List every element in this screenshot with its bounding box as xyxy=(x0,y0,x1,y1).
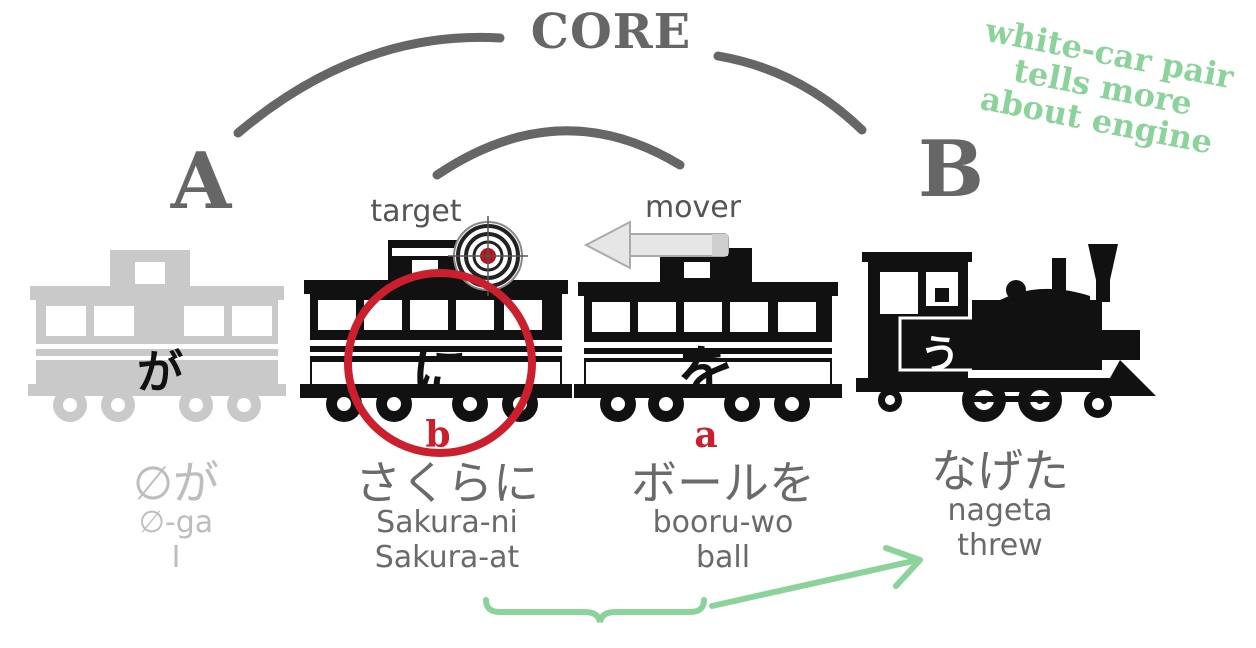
ga-car-kana: が xyxy=(137,345,183,399)
green-brace xyxy=(483,597,707,623)
word-wo-kana: ボールを xyxy=(631,456,815,510)
b-label: B xyxy=(918,124,984,215)
word-nageta-kana: なげた xyxy=(931,444,1069,498)
word-nageta: なげた nageta threw xyxy=(900,448,1100,563)
word-ni: さくらに Sakura-ni Sakura-at xyxy=(332,460,562,575)
word-nageta-romaji: nageta xyxy=(947,493,1053,528)
ga-car xyxy=(28,250,286,422)
a-marker: a xyxy=(694,414,718,456)
core-label: CORE xyxy=(530,4,692,60)
green-arrow-head xyxy=(883,545,923,589)
word-wo-romaji: booru-wo xyxy=(652,505,794,540)
word-ni-romaji: Sakura-ni xyxy=(376,505,518,540)
green-arrow xyxy=(709,557,921,609)
word-ga: ∅が ∅-ga I xyxy=(96,460,256,575)
core-arc xyxy=(233,32,505,138)
word-ga-kana: ∅が xyxy=(132,456,220,510)
engine-kana: う xyxy=(920,331,960,378)
target-label: target xyxy=(370,194,462,229)
word-ga-romaji: ∅-ga xyxy=(138,505,214,540)
word-wo-gloss: ball xyxy=(695,539,751,575)
word-nageta-gloss: threw xyxy=(957,527,1043,563)
ni-highlight-circle xyxy=(344,269,536,457)
mover-label: mover xyxy=(644,190,742,225)
locomotive xyxy=(856,244,1156,422)
word-ga-gloss: I xyxy=(171,539,181,575)
wo-car xyxy=(574,248,842,422)
ni-car-kana: に xyxy=(410,339,469,407)
word-wo: ボールを booru-wo ball xyxy=(608,460,838,575)
mover-arrow-icon xyxy=(583,220,729,270)
core-arc-right xyxy=(713,51,867,135)
inner-arc xyxy=(432,126,685,180)
wo-car-kana: を xyxy=(676,339,735,407)
a-label: A xyxy=(170,136,232,227)
word-ni-kana: さくらに xyxy=(355,456,539,510)
b-marker: b xyxy=(425,414,451,456)
word-ni-gloss: Sakura-at xyxy=(374,539,520,575)
